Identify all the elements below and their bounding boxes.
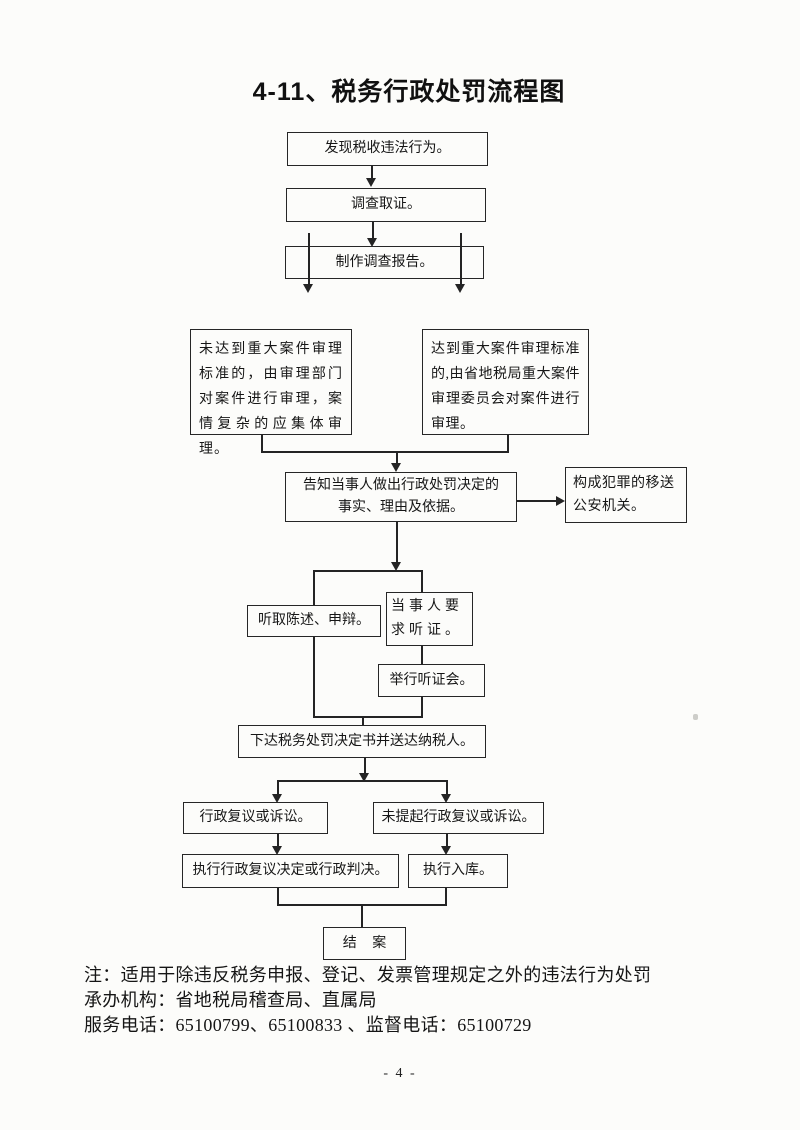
flow-node-criminal-transfer: 构成犯罪的移送公安机关。 (565, 467, 687, 523)
arrow-down-icon (303, 284, 313, 293)
connector-line (277, 834, 279, 847)
flow-node-make-report: 制作调查报告。 (285, 246, 484, 279)
connector-line (507, 434, 509, 453)
connector-line (313, 716, 423, 718)
connector-line (445, 888, 447, 906)
note-scope: 注：适用于除违反税务申报、登记、发票管理规定之外的违法行为处罚 (84, 965, 652, 985)
page-title: 4-11、税务行政处罚流程图 (252, 78, 566, 106)
connector-line (261, 434, 263, 453)
arrow-down-icon (367, 238, 377, 247)
connector-line (371, 165, 373, 181)
flow-node-major-case-review: 达到重大案件审理标准的,由省地税局重大案件审理委员会对案件进行审理。 (422, 329, 589, 435)
connector-line (396, 453, 398, 465)
connector-line (313, 572, 315, 718)
connector-line (460, 233, 462, 285)
flow-node-hearing-request: 当事人要求听证。 (386, 592, 473, 646)
arrow-down-icon (455, 284, 465, 293)
flow-node-deliver-decision: 下达税务处罚决定书并送达纳税人。 (238, 725, 486, 758)
arrow-right-icon (556, 496, 565, 506)
flow-node-investigate-evidence: 调查取证。 (286, 188, 486, 222)
flow-node-hear-statement: 听取陈述、申辩。 (247, 605, 381, 637)
flow-node-notify-party: 告知当事人做出行政处罚决定的事实、理由及依据。 (285, 472, 517, 522)
connector-line (362, 718, 364, 727)
note-agency: 承办机构：省地税局稽查局、直属局 (84, 990, 377, 1010)
flow-node-minor-case-review: 未达到重大案件审理标准的，由审理部门对案件进行审理，案情复杂的应集体审理。 (190, 329, 352, 457)
connector-line (396, 521, 398, 562)
page-number: - 4 - (383, 1066, 417, 1081)
arrow-down-icon (391, 463, 401, 472)
connector-line (261, 451, 509, 453)
scan-artifact (693, 714, 698, 720)
connector-line (446, 834, 448, 847)
arrow-down-icon (366, 178, 376, 187)
connector-line (313, 570, 423, 572)
flow-node-appeal-or-lawsuit: 行政复议或诉讼。 (183, 802, 328, 834)
flow-node-hold-hearing: 举行听证会。 (378, 664, 485, 697)
connector-line (364, 757, 366, 774)
arrow-down-icon (441, 846, 451, 855)
flow-node-execute-appeal-result: 执行行政复议决定或行政判决。 (182, 854, 399, 888)
arrow-down-icon (272, 794, 282, 803)
connector-line (516, 500, 556, 502)
flow-node-no-appeal: 未提起行政复议或诉讼。 (373, 802, 544, 834)
connector-line (277, 888, 279, 906)
arrow-down-icon (272, 846, 282, 855)
arrow-down-icon (441, 794, 451, 803)
connector-line (308, 233, 310, 285)
connector-line (277, 782, 279, 795)
connector-line (361, 906, 363, 928)
connector-line (372, 222, 374, 240)
arrow-down-icon (391, 562, 401, 571)
note-phone: 服务电话：65100799、65100833 、监督电话：65100729 (84, 1015, 532, 1035)
flow-node-case-closed: 结 案 (323, 927, 406, 960)
flow-node-execute-storage: 执行入库。 (408, 854, 508, 888)
arrow-down-icon (359, 773, 369, 782)
connector-line (446, 782, 448, 795)
connector-line (277, 780, 448, 782)
flow-node-discover-violation: 发现税收违法行为。 (287, 132, 488, 166)
connector-line (277, 904, 447, 906)
